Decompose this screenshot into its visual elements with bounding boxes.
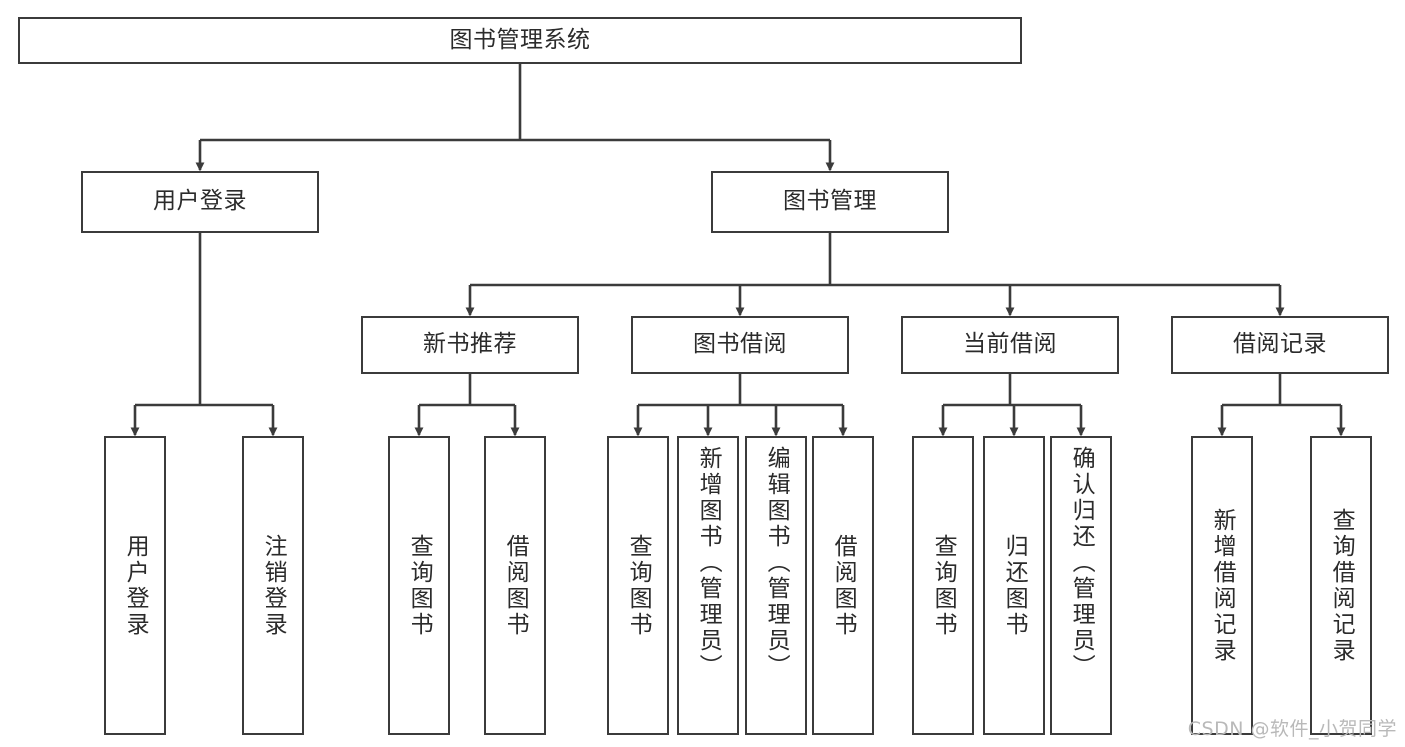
node-leaf-query-borrow-record[interactable]: 查询借阅记录: [1310, 436, 1372, 735]
node-leaf-query-book-rec[interactable]: 查询图书: [388, 436, 450, 735]
node-leaf-borrow-book-borrow-label: 借阅图书: [830, 533, 857, 638]
node-borrow-record-label: 借阅记录: [1233, 331, 1327, 358]
node-book-borrow-label: 图书借阅: [693, 331, 787, 358]
node-current-borrow[interactable]: 当前借阅: [901, 316, 1119, 374]
node-leaf-query-book-rec-label: 查询图书: [406, 533, 433, 638]
node-leaf-query-book-borrow[interactable]: 查询图书: [607, 436, 669, 735]
node-root-label: 图书管理系统: [449, 26, 591, 53]
node-leaf-return-book[interactable]: 归还图书: [983, 436, 1045, 735]
node-leaf-return-book-label: 归还图书: [1001, 533, 1028, 638]
node-leaf-add-book-admin[interactable]: 新增图书（管理员）: [677, 436, 739, 735]
node-leaf-borrow-book-borrow[interactable]: 借阅图书: [812, 436, 874, 735]
node-leaf-query-book-current[interactable]: 查询图书: [912, 436, 974, 735]
node-root[interactable]: 图书管理系统: [18, 17, 1022, 64]
node-book-manage[interactable]: 图书管理: [711, 171, 949, 233]
watermark-text: CSDN @软件_小贺同学: [1187, 718, 1397, 740]
node-user-login-label: 用户登录: [153, 188, 247, 215]
node-user-login[interactable]: 用户登录: [81, 171, 319, 233]
node-borrow-record[interactable]: 借阅记录: [1171, 316, 1389, 374]
node-new-book-recommend[interactable]: 新书推荐: [361, 316, 579, 374]
node-book-manage-label: 图书管理: [783, 188, 877, 215]
node-leaf-borrow-book-rec-label: 借阅图书: [502, 533, 529, 638]
node-leaf-user-logout-label: 注销登录: [260, 533, 287, 638]
node-leaf-query-borrow-record-label: 查询借阅记录: [1328, 507, 1355, 664]
node-current-borrow-label: 当前借阅: [963, 331, 1057, 358]
node-leaf-borrow-book-rec[interactable]: 借阅图书: [484, 436, 546, 735]
node-leaf-edit-book-admin[interactable]: 编辑图书（管理员）: [745, 436, 807, 735]
node-leaf-add-borrow-record[interactable]: 新增借阅记录: [1191, 436, 1253, 735]
node-leaf-add-borrow-record-label: 新增借阅记录: [1209, 507, 1236, 664]
node-leaf-user-login-label: 用户登录: [122, 533, 149, 638]
node-leaf-query-book-current-label: 查询图书: [930, 533, 957, 638]
node-leaf-confirm-return-admin[interactable]: 确认归还（管理员）: [1050, 436, 1112, 735]
node-leaf-user-logout[interactable]: 注销登录: [242, 436, 304, 735]
node-book-borrow[interactable]: 图书借阅: [631, 316, 849, 374]
node-new-book-recommend-label: 新书推荐: [423, 331, 517, 358]
node-leaf-user-login[interactable]: 用户登录: [104, 436, 166, 735]
node-leaf-confirm-return-admin-label: 确认归还（管理员）: [1068, 446, 1095, 680]
node-leaf-query-book-borrow-label: 查询图书: [625, 533, 652, 638]
node-leaf-edit-book-admin-label: 编辑图书（管理员）: [763, 446, 790, 680]
node-leaf-add-book-admin-label: 新增图书（管理员）: [695, 446, 722, 680]
